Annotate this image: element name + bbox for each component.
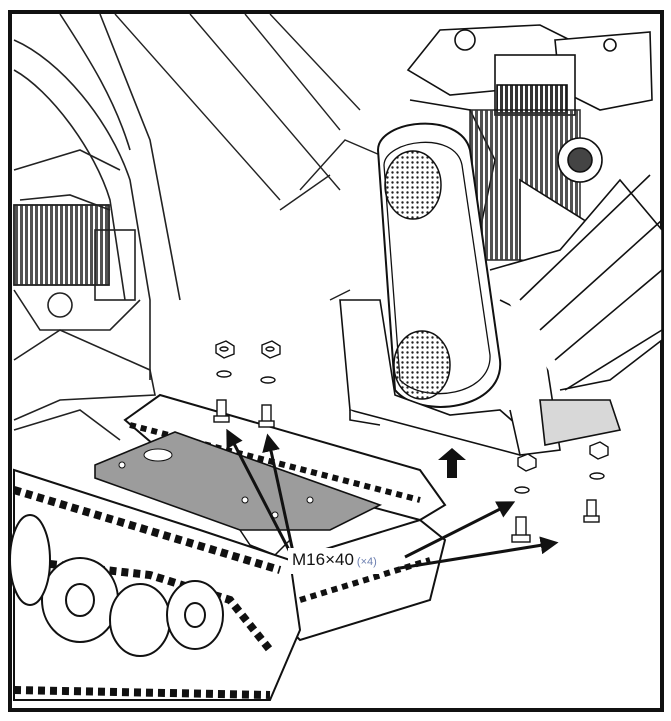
engine xyxy=(406,24,653,271)
background-machine xyxy=(13,13,181,441)
mounting-plate xyxy=(94,431,383,556)
lift-arrow xyxy=(438,448,466,478)
fastener-spec: M16×40 xyxy=(292,550,354,569)
fastener-callout: M16×40(×4) xyxy=(288,548,381,574)
discharge-chute xyxy=(114,13,381,301)
fastener-quantity: (×4) xyxy=(356,556,377,568)
belt-guard xyxy=(376,122,502,408)
leader-arrows xyxy=(226,428,559,570)
chipper-housing xyxy=(339,174,663,456)
fastener-set-right xyxy=(511,441,609,543)
fastener-set-left xyxy=(213,340,281,428)
